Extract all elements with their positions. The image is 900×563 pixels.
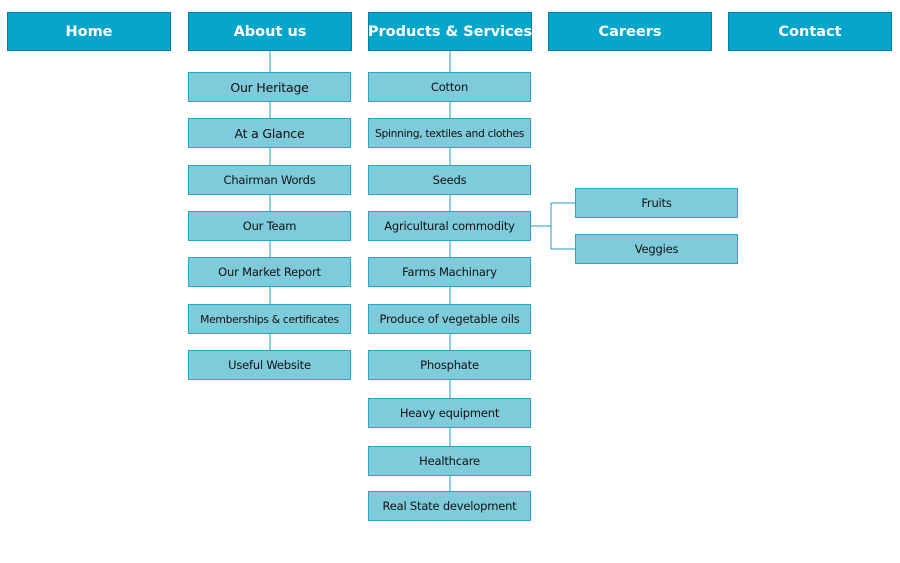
product-item-phosphate[interactable]: Phosphate [368,350,531,380]
product-item-vegetable-oils[interactable]: Produce of vegetable oils [368,304,531,334]
about-item-chairman-words[interactable]: Chairman Words [188,165,351,195]
about-item-market-report[interactable]: Our Market Report [188,257,351,287]
product-item-real-state[interactable]: Real State development [368,491,531,521]
about-item-our-heritage[interactable]: Our Heritage [188,72,351,102]
nav-about-us[interactable]: About us [188,12,352,51]
nav-contact[interactable]: Contact [728,12,892,51]
product-item-agricultural-commodity[interactable]: Agricultural commodity [368,211,531,241]
commodity-item-veggies[interactable]: Veggies [575,234,738,264]
about-item-our-team[interactable]: Our Team [188,211,351,241]
commodity-item-fruits[interactable]: Fruits [575,188,738,218]
product-item-seeds[interactable]: Seeds [368,165,531,195]
nav-products-services[interactable]: Products & Services [368,12,532,51]
product-item-spinning[interactable]: Spinning, textiles and clothes [368,118,531,148]
nav-careers[interactable]: Careers [548,12,712,51]
about-item-useful-website[interactable]: Useful Website [188,350,351,380]
about-item-memberships[interactable]: Memberships & certificates [188,304,351,334]
product-item-farms-machinary[interactable]: Farms Machinary [368,257,531,287]
nav-home[interactable]: Home [7,12,171,51]
about-item-at-a-glance[interactable]: At a Glance [188,118,351,148]
product-item-cotton[interactable]: Cotton [368,72,531,102]
product-item-healthcare[interactable]: Healthcare [368,446,531,476]
product-item-heavy-equipment[interactable]: Heavy equipment [368,398,531,428]
